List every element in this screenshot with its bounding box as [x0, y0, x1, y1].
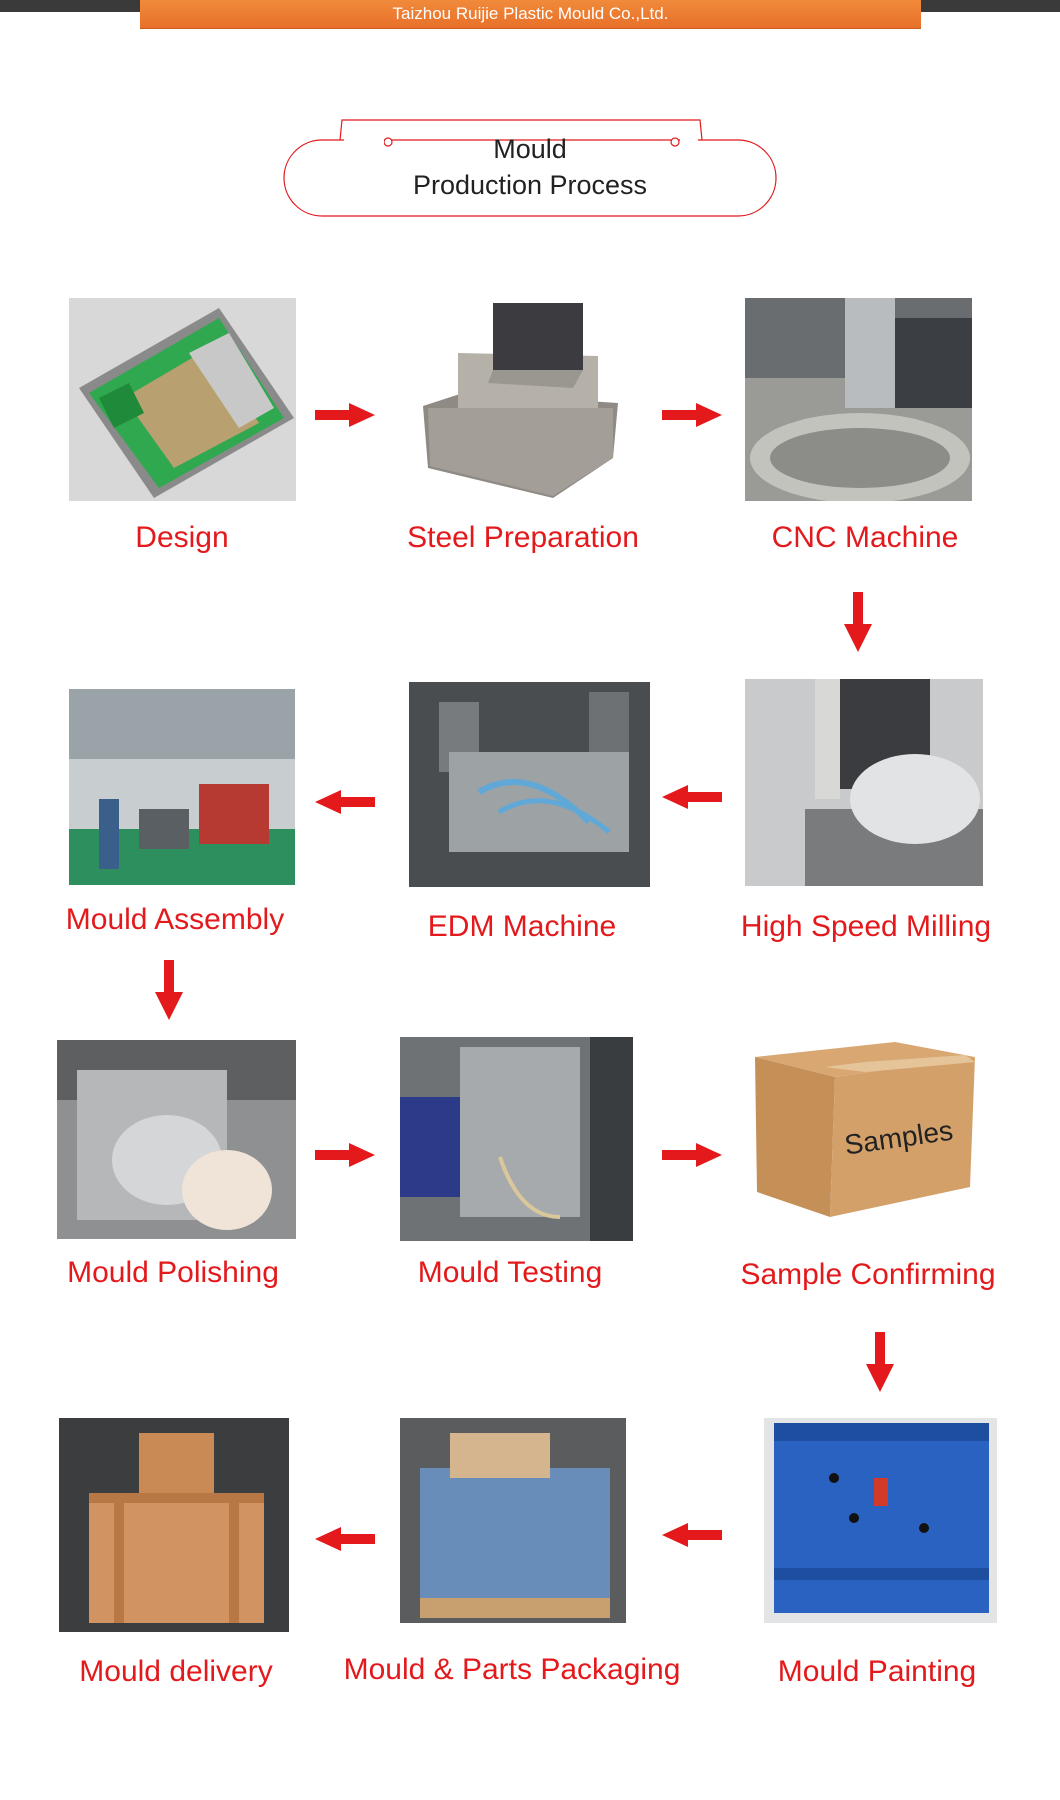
section-title: Mould Production Process: [282, 118, 778, 218]
step-label-mould-testing: Mould Testing: [417, 1256, 603, 1289]
step-label-steel-preparation: Steel Preparation: [407, 521, 639, 554]
arrow-left-icon: [662, 785, 722, 809]
step-label-mould-polishing: Mould Polishing: [67, 1256, 279, 1289]
step-label-mould-parts-packaging: Mould & Parts Packaging: [343, 1653, 681, 1686]
step-label-design: Design: [135, 521, 229, 554]
step-label-mould-delivery: Mould delivery: [79, 1655, 273, 1688]
title-line-1: Mould: [493, 134, 567, 164]
arrow-right-icon: [662, 403, 722, 427]
arrow-down-icon: [155, 960, 183, 1020]
steel-blocks-image: [418, 298, 628, 501]
workshop-image: [69, 689, 295, 885]
arrow-right-icon: [315, 403, 375, 427]
wooden-crate-image: [59, 1418, 289, 1632]
step-label-mould-painting: Mould Painting: [777, 1655, 977, 1688]
blue-mould-image: [764, 1418, 997, 1623]
edm-machine-image: [409, 682, 650, 887]
milling-image: [745, 679, 983, 886]
title-frame: [283, 119, 777, 217]
arrow-left-icon: [315, 1527, 375, 1551]
step-label-mould-assembly: Mould Assembly: [65, 903, 285, 936]
packaging-image: [400, 1418, 626, 1623]
step-label-cnc-machine: CNC Machine: [771, 521, 959, 554]
title-line-2: Production Process: [412, 170, 648, 200]
arrow-left-icon: [315, 790, 375, 814]
arrow-right-icon: [662, 1143, 722, 1167]
testing-image: [400, 1037, 633, 1241]
step-label-high-speed-milling: High Speed Milling: [740, 910, 992, 943]
design-cad-image: [69, 298, 296, 501]
polishing-image: [57, 1040, 296, 1239]
arrow-right-icon: [315, 1143, 375, 1167]
arrow-down-icon: [866, 1332, 894, 1392]
step-label-edm-machine: EDM Machine: [427, 910, 617, 943]
sample-box-image: Samples: [745, 1027, 980, 1227]
step-label-sample-confirming: Sample Confirming: [740, 1258, 996, 1291]
arrow-left-icon: [662, 1523, 722, 1547]
company-banner: Taizhou Ruijie Plastic Mould Co.,Ltd.: [140, 0, 921, 29]
arrow-down-icon: [844, 592, 872, 652]
cnc-machine-image: [745, 298, 972, 501]
